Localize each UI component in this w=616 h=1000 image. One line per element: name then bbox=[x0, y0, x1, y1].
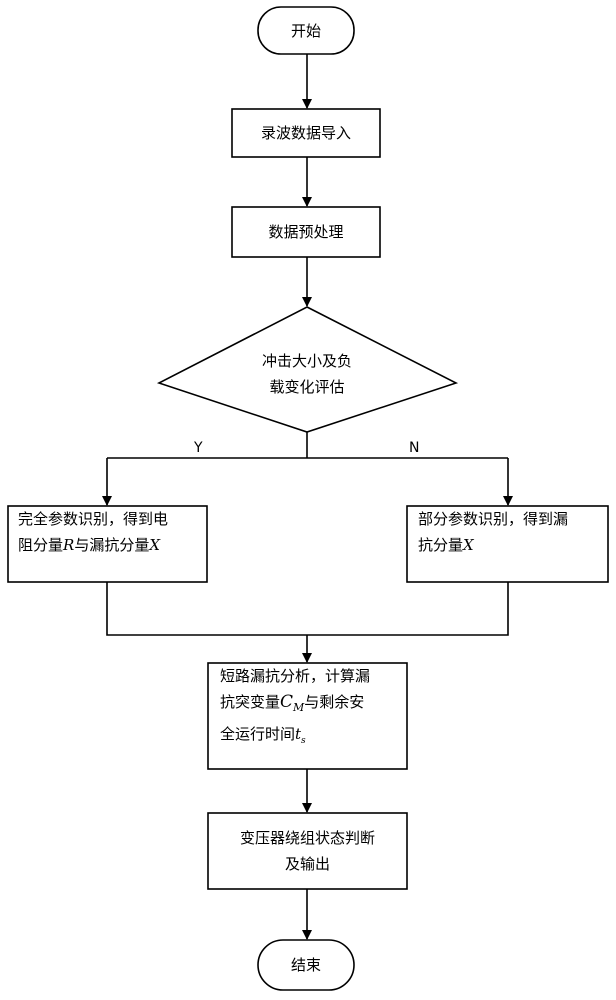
partial-identification-line1: 部分参数识别，得到漏 bbox=[418, 510, 569, 528]
analysis-line1: 短路漏抗分析，计算漏 bbox=[220, 667, 371, 685]
full-identification-line1: 完全参数识别，得到电 bbox=[18, 510, 169, 528]
partial-identification-line2: 抗分量X bbox=[418, 532, 474, 558]
remaining-label: 与剩余安 bbox=[304, 693, 365, 711]
analysis-label: 短路漏抗分析，计算漏 抗突变量CM与剩余安 全运行时间ts bbox=[220, 663, 406, 769]
full-identification-line2: 阻分量R与漏抗分量X bbox=[18, 532, 160, 558]
mutation-label: 抗突变量 bbox=[220, 693, 281, 711]
partial-identification-label: 部分参数识别，得到漏 抗分量X bbox=[418, 506, 606, 582]
judgement-line1: 变压器绕组状态判断 bbox=[239, 829, 375, 847]
end-label: 结束 bbox=[290, 956, 321, 974]
partial-identification-box bbox=[406, 505, 609, 583]
leakage-label: 与漏抗分量 bbox=[74, 536, 150, 554]
judgement-label: 变压器绕组状态判断 及输出 bbox=[208, 813, 407, 889]
import-box bbox=[231, 108, 381, 158]
resistance-symbol: R bbox=[63, 536, 75, 554]
analysis-line3: 全运行时间ts bbox=[220, 721, 306, 754]
leakage-symbol: X bbox=[149, 536, 161, 554]
analysis-box bbox=[207, 662, 408, 770]
analysis-line2: 抗突变量CM与剩余安 bbox=[220, 689, 364, 721]
start-label: 开始 bbox=[290, 21, 321, 40]
mutation-symbol: C bbox=[280, 692, 294, 712]
start-terminator bbox=[257, 6, 355, 55]
judgement-line2: 及输出 bbox=[284, 855, 330, 873]
full-identification-label: 完全参数识别，得到电 阻分量R与漏抗分量X bbox=[18, 506, 204, 582]
preprocess-label: 数据预处理 bbox=[268, 223, 344, 241]
end-terminator bbox=[257, 939, 355, 991]
runtime-subscript: s bbox=[301, 736, 306, 746]
decision-label: 冲击大小及负 载变化评估 bbox=[220, 346, 394, 402]
decision-label-line1: 冲击大小及负 bbox=[261, 352, 352, 370]
preprocess-box bbox=[231, 206, 381, 258]
judgement-box bbox=[207, 812, 408, 890]
import-label: 录波数据导入 bbox=[260, 124, 351, 142]
resistance-label: 阻分量 bbox=[18, 536, 64, 554]
branch-no-label: N bbox=[409, 440, 420, 456]
runtime-label: 全运行时间 bbox=[220, 725, 296, 743]
partial-leakage-symbol: X bbox=[463, 536, 474, 554]
decision-label-line2: 载变化评估 bbox=[269, 378, 345, 396]
branch-yes-label: Y bbox=[194, 440, 203, 456]
full-identification-box bbox=[7, 505, 208, 583]
partial-leakage-label: 抗分量 bbox=[418, 536, 464, 554]
mutation-subscript: M bbox=[293, 701, 305, 714]
runtime-symbol: t bbox=[295, 725, 302, 743]
merge-line bbox=[106, 582, 509, 636]
